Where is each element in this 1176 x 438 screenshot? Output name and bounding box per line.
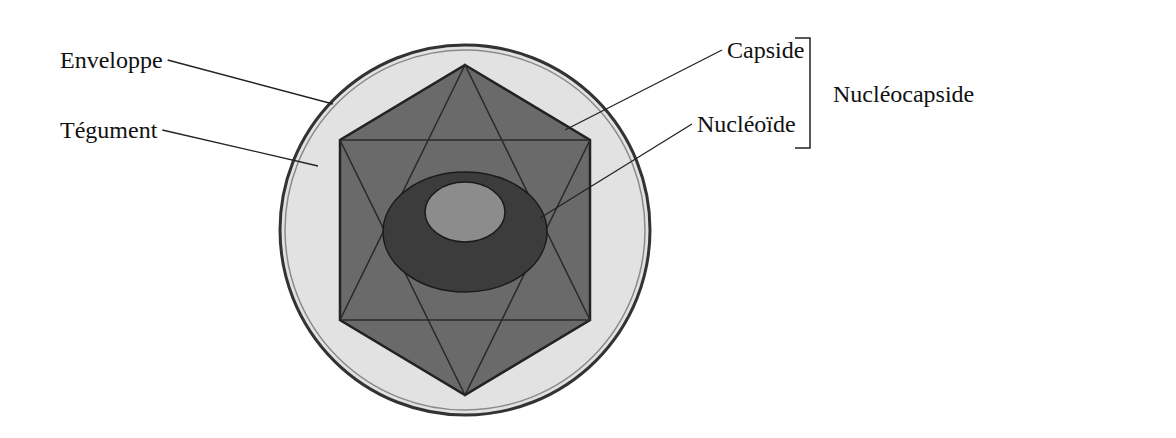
nucleoid-shape: [383, 172, 547, 292]
envelope-circle: [280, 45, 650, 415]
capsid-facet-lines: [340, 65, 590, 320]
leader-line: [168, 60, 333, 104]
leader-line: [540, 124, 692, 218]
part-label: Nucléocapside: [833, 80, 974, 108]
capsid-facet-lines: [340, 140, 590, 395]
capsid-hexagon: [340, 65, 590, 395]
part-label: Capside: [727, 36, 804, 64]
nucleoid-core: [425, 182, 505, 242]
envelope-inner-ring: [285, 50, 645, 410]
part-label: Nucléoïde: [697, 110, 796, 138]
leader-line: [162, 130, 318, 166]
part-label: Tégument: [60, 116, 157, 144]
part-label: Enveloppe: [60, 46, 163, 74]
